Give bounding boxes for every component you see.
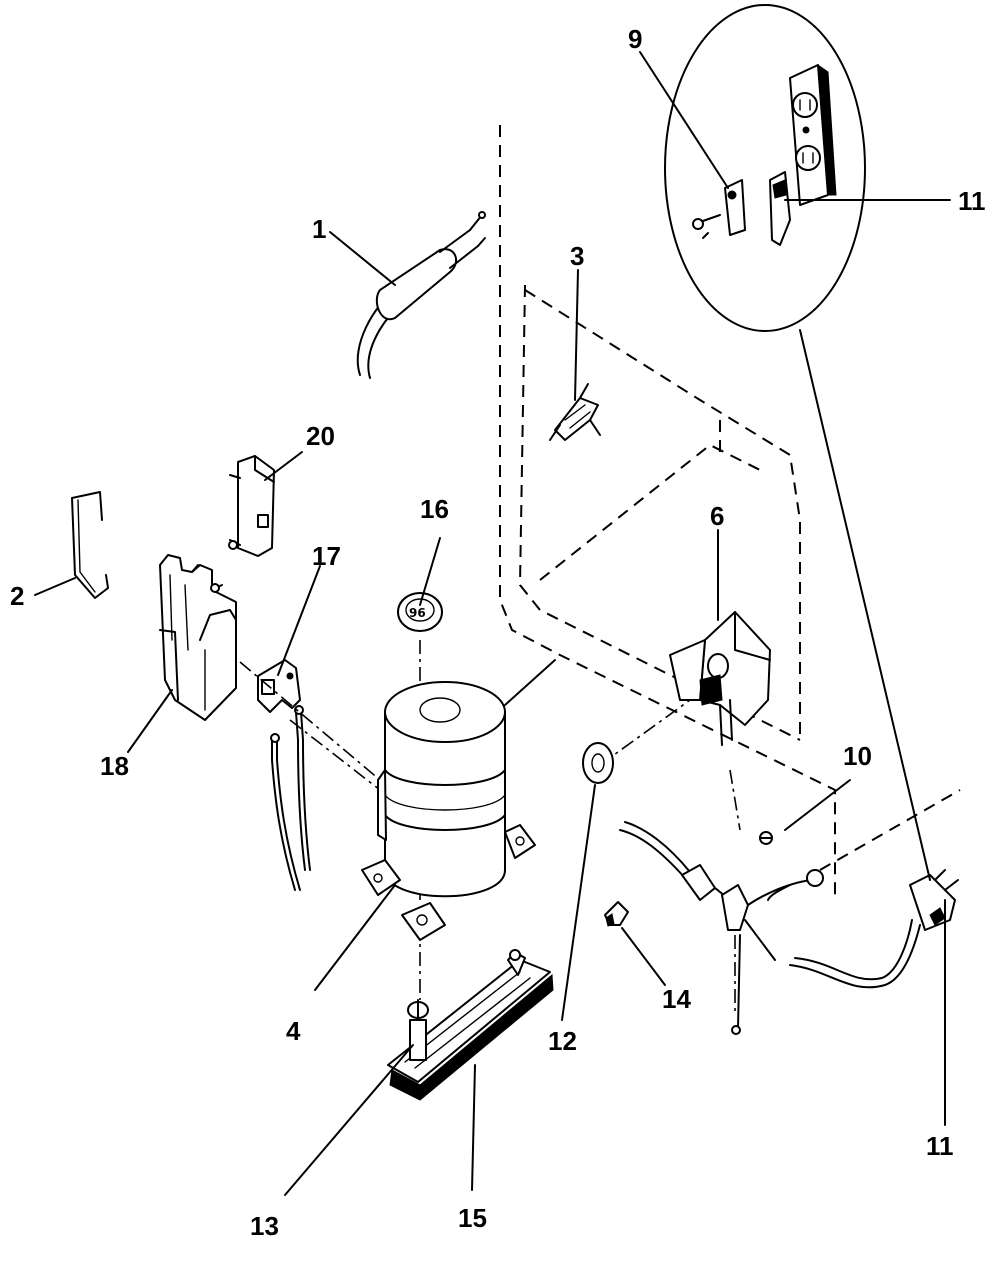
part-20-cover — [228, 455, 275, 557]
detail-circle-receptacle — [664, 4, 866, 332]
wire-leads — [270, 705, 311, 891]
wire-harness — [619, 821, 824, 1035]
part-6-bracket — [669, 611, 771, 746]
part-10-screw — [759, 831, 773, 845]
callout-2: 2 — [10, 581, 24, 611]
callout-11-cord: 11 — [926, 1131, 954, 1161]
cabinet-outline — [499, 125, 961, 900]
callout-1: 1 — [312, 214, 326, 244]
svg-text:96: 96 — [409, 606, 426, 620]
part-2-clip — [71, 491, 109, 599]
callout-12: 12 — [548, 1026, 577, 1056]
part-12-grommet — [582, 742, 614, 784]
callout-13: 13 — [250, 1211, 279, 1241]
part-17-bracket — [257, 659, 301, 713]
part-11-power-cord — [789, 869, 959, 989]
callout-14: 14 — [662, 984, 691, 1014]
callout-9: 9 — [628, 24, 642, 54]
callout-20: 20 — [306, 421, 335, 451]
callout-6: 6 — [710, 501, 724, 531]
callout-17: 17 — [312, 541, 341, 571]
part-13-bolt — [407, 999, 429, 1061]
callout-labels: 1 2 3 4 6 9 10 11 11 12 13 14 15 16 17 1… — [10, 24, 986, 1241]
callout-11-detail: 11 — [958, 186, 986, 216]
callout-18: 18 — [100, 751, 129, 781]
callout-3: 3 — [570, 241, 584, 271]
part-1-drier — [356, 211, 486, 379]
part-4-compressor — [361, 659, 556, 941]
part-15-baseplate — [387, 949, 554, 1101]
callout-16: 16 — [420, 494, 449, 524]
callout-4: 4 — [286, 1016, 301, 1046]
leader-lines — [34, 51, 951, 1196]
part-16-grommet: 96 — [397, 592, 443, 632]
part-3-clamp — [549, 383, 601, 441]
callout-15: 15 — [458, 1203, 487, 1233]
callout-10: 10 — [843, 741, 872, 771]
part-14-clip — [604, 901, 629, 927]
part-18-relay — [159, 554, 237, 721]
